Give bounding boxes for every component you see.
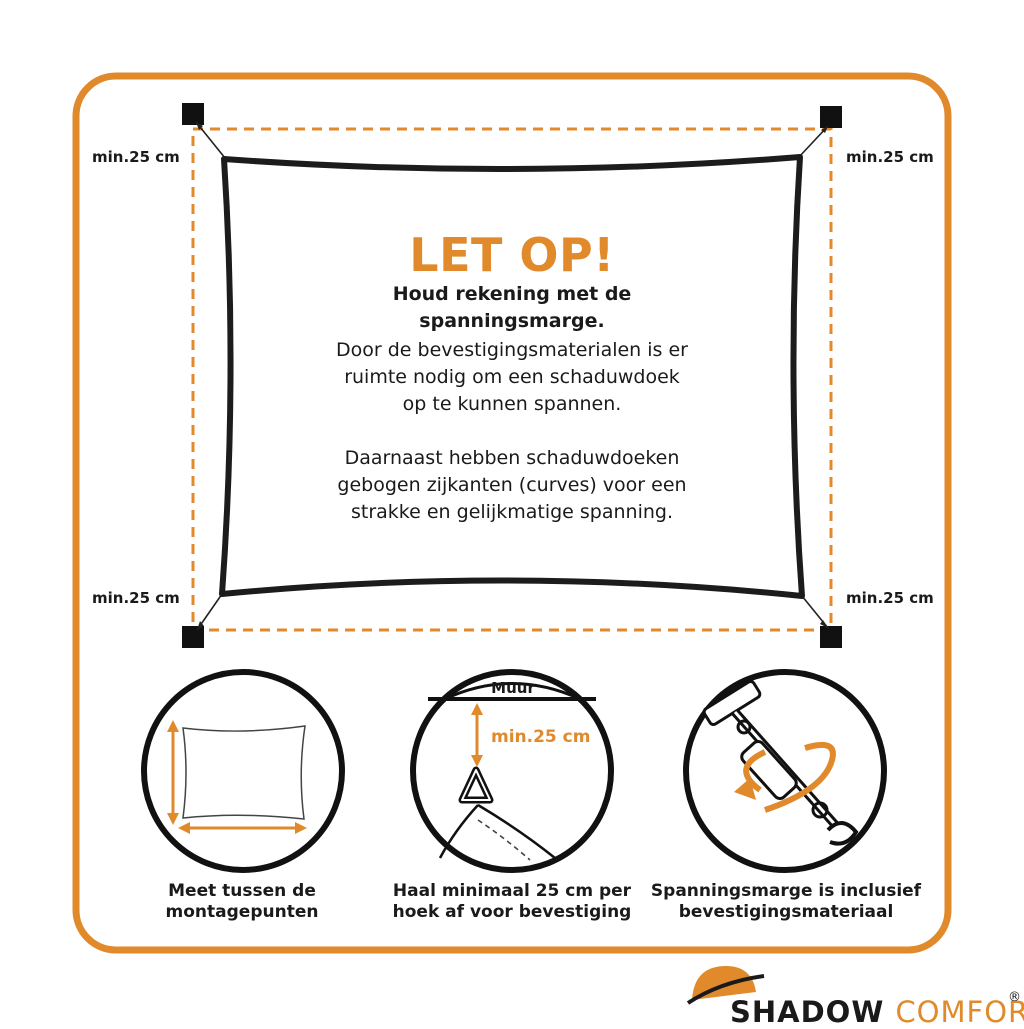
brand-logo-mark [686,966,765,1005]
warning-title: LET OP! [409,228,615,282]
caption-wall: Haal minimaal 25 cm per hoek af voor bev… [362,881,662,923]
paragraph-line: ruimte nodig om een schaduwdoek [344,366,680,388]
shade-sail [219,154,805,599]
wall-label: Muur [491,679,535,697]
caption-line: montagepunten [165,902,319,922]
caption-line: bevestigingsmateriaal [678,902,894,922]
paragraph-line: strakke en gelijkmatige spanning. [351,501,673,523]
wall-distance-label: min.25 cm [491,727,591,747]
tension-illustration [702,680,859,846]
wall-illustration [428,682,596,861]
caption-line: Spanningsmarge is inclusief [650,881,922,901]
brand-wordmark: SHADOW COMFORT [730,995,1024,1029]
paragraph-line: Daarnaast hebben schaduwdoeken [344,447,680,469]
corner-label-top-right: min.25 cm [846,148,934,166]
paragraph-line: gebogen zijkanten (curves) voor een [337,474,687,496]
brand-name-part2: COMFORT [895,995,1024,1029]
caption-line: hoek af voor bevestiging [392,902,632,922]
warning-intro-line: Houd rekening met de [392,283,632,305]
warning-paragraph-1: Door de bevestigingsmaterialen is er rui… [0,337,1024,418]
mounting-post-bottom-right [820,626,842,648]
panel-measure-circle [141,669,345,873]
mounting-post-top-right [820,106,842,128]
paragraph-line: Door de bevestigingsmaterialen is er [336,339,688,361]
brand-name-part1: SHADOW [730,995,885,1029]
caption-tension: Spanningsmarge is inclusief bevestigings… [636,881,936,923]
warning-paragraph-2: Daarnaast hebben schaduwdoeken gebogen z… [0,445,1024,526]
mounting-post-top-left [182,103,204,125]
warning-intro-line: spanningsmarge. [419,310,605,332]
measure-illustration [167,720,307,834]
brand-registered-mark: ® [1008,990,1021,1005]
corner-label-bottom-left: min.25 cm [92,589,180,607]
caption-line: Haal minimaal 25 cm per [392,881,632,901]
panel-tension-circle [683,669,887,873]
mounting-points-outline [191,127,833,632]
caption-line: Meet tussen de [168,881,316,901]
paragraph-line: op te kunnen spannen. [402,393,622,415]
corner-label-top-left: min.25 cm [92,148,180,166]
mounting-post-bottom-left [182,626,204,648]
corner-label-bottom-right: min.25 cm [846,589,934,607]
outer-border [72,72,952,954]
warning-intro: Houd rekening met de spanningsmarge. [0,281,1024,335]
caption-measure: Meet tussen de montagepunten [92,881,392,923]
panel-wall-circle [410,669,614,873]
